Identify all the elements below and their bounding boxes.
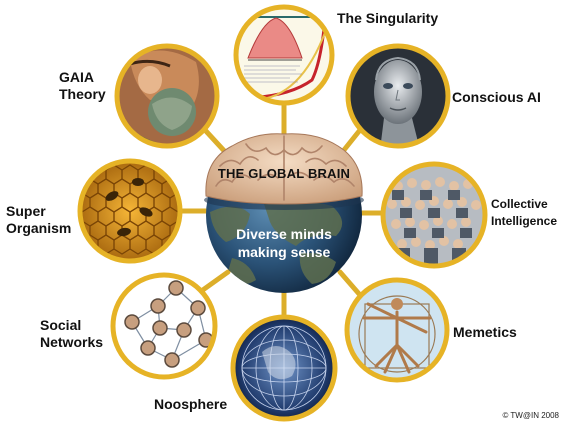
node-singularity (233, 4, 335, 106)
label-super-organism: Super Organism (6, 203, 71, 237)
subtitle-line-1: Diverse minds (236, 226, 332, 242)
vitruvian-man-icon (347, 280, 447, 380)
label-social-line-1: Social (40, 317, 82, 333)
label-collective-line-2: Intelligence (491, 214, 558, 228)
label-conscious-ai: Conscious AI (452, 89, 541, 106)
label-collective-intelligence: Collective Intelligence (491, 196, 557, 230)
label-gaia-line-2: Theory (59, 86, 106, 102)
gaia-painting-icon (117, 46, 217, 146)
exponential-chart-icon (236, 7, 332, 103)
label-memetics: Memetics (453, 324, 517, 341)
subtitle-line-2: making sense (237, 244, 331, 260)
label-super-line-2: Organism (6, 220, 72, 236)
continents (210, 200, 343, 285)
label-noosphere: Noosphere (154, 396, 227, 413)
diagram-title: THE GLOBAL BRAIN (217, 166, 351, 181)
node-social-networks (110, 272, 218, 380)
robot-face-icon (348, 46, 448, 146)
label-collective-line-1: Collective (491, 197, 548, 211)
label-singularity-line: The Singularity (337, 10, 439, 26)
crowd-photo-icon (383, 164, 485, 266)
connector-lines (177, 100, 386, 320)
copyright-notice: © TW@IN 2008 (502, 411, 559, 420)
label-gaia-line-1: GAIA (59, 69, 94, 85)
label-noosphere-line: Noosphere (154, 396, 228, 412)
node-conscious-ai (345, 43, 451, 149)
node-super-organism (77, 158, 183, 264)
label-singularity: The Singularity (337, 10, 438, 27)
node-gaia-theory (114, 43, 220, 149)
label-memetics-line: Memetics (453, 324, 517, 340)
people-network-icon (124, 280, 214, 368)
wireframe-earth-icon (241, 325, 327, 411)
label-conscious-ai-line: Conscious AI (452, 89, 541, 105)
node-collective-intelligence (380, 161, 488, 269)
label-super-line-1: Super (6, 203, 46, 219)
label-gaia-theory: GAIA Theory (59, 69, 106, 103)
label-social-networks: Social Networks (40, 317, 103, 351)
node-memetics (344, 277, 450, 383)
node-noosphere (230, 314, 338, 422)
label-social-line-2: Networks (40, 334, 104, 350)
brain-icon (205, 133, 363, 205)
global-brain (204, 133, 364, 293)
